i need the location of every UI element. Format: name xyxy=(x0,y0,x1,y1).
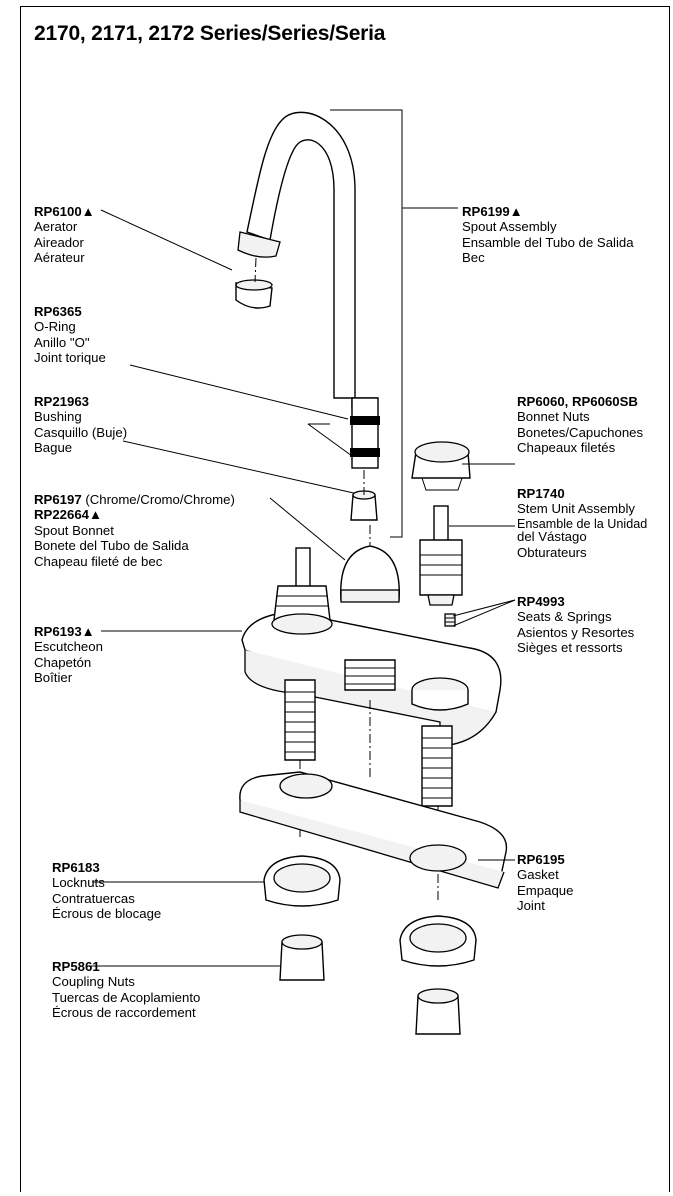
part-name-fr: Obturateurs xyxy=(517,544,587,560)
part-name-es: Bonetes/Capuchones xyxy=(517,424,644,440)
part-label-rp6195: RP6195 Gasket Empaque Joint xyxy=(517,852,573,914)
part-label-rp5861: RP5861 Coupling Nuts Tuercas de Acoplami… xyxy=(52,959,200,1021)
part-name-en: Coupling Nuts xyxy=(52,974,135,990)
aerator-drawing xyxy=(235,279,273,309)
part-name-fr: Chapeaux filetés xyxy=(517,440,616,456)
part-name-es: Bonete del Tubo de Salida xyxy=(34,538,189,554)
part-name-fr: Chapeau fileté de bec xyxy=(34,553,163,569)
stem-unit-drawing xyxy=(419,505,463,606)
part-label-rp6060: RP6060, RP6060SB Bonnet Nuts Bonetes/Cap… xyxy=(517,394,643,456)
part-label-rp4993: RP4993 Seats & Springs Asientos y Resort… xyxy=(517,594,634,656)
part-number: RP6183 xyxy=(52,860,100,875)
part-number: RP6195 xyxy=(517,852,565,867)
part-name-es: Ensamble de la Unidad xyxy=(517,516,648,531)
part-name-en: Stem Unit Assembly xyxy=(517,501,635,517)
part-name-en: O-Ring xyxy=(34,319,76,335)
part-name-es: Empaque xyxy=(517,882,574,898)
part-number: RP5861 xyxy=(52,959,100,974)
locknut-right-drawing xyxy=(399,915,477,967)
part-number: RP6199▲ xyxy=(462,204,523,219)
part-name-fr: Écrous de blocage xyxy=(52,906,162,922)
part-name-es: Aireador xyxy=(34,234,84,250)
part-name-fr: Sièges et ressorts xyxy=(517,640,623,656)
part-label-rp6197: RP6197 (Chrome/Cromo/Chrome) RP22664▲ Sp… xyxy=(34,492,235,569)
part-number: RP6060, RP6060SB xyxy=(517,394,638,409)
part-number: RP1740 xyxy=(517,486,565,501)
part-number-2: RP22664▲ xyxy=(34,507,103,523)
part-number: RP4993 xyxy=(517,594,565,609)
part-name-fr: Boîtier xyxy=(34,670,73,686)
gasket-drawing xyxy=(239,771,508,889)
part-name-fr: Bague xyxy=(34,440,73,456)
part-number: RP6365 xyxy=(34,304,82,319)
part-name-en: Escutcheon xyxy=(34,639,103,655)
part-name-es: Tuercas de Acoplamiento xyxy=(52,989,201,1005)
part-name-en: Seats & Springs xyxy=(517,609,612,625)
part-label-rp6183: RP6183 Locknuts Contratuercas Écrous de … xyxy=(52,860,161,922)
spout-bonnet-drawing xyxy=(340,545,400,603)
seats-springs-drawing xyxy=(444,613,456,627)
page-title: 2170, 2171, 2172 Series/Series/Seria xyxy=(34,22,386,45)
part-name-en: Bushing xyxy=(34,409,82,425)
part-name-fr: Écrous de raccordement xyxy=(52,1005,196,1021)
spout-assembly-drawing xyxy=(237,111,380,469)
part-name-es: Chapetón xyxy=(34,654,92,670)
part-number: RP6197 xyxy=(34,492,82,507)
part-name-es: Asientos y Resortes xyxy=(517,624,635,640)
part-name-en: Bonnet Nuts xyxy=(517,409,590,425)
part-note: (Chrome/Cromo/Chrome) xyxy=(85,492,235,507)
shanks-drawing xyxy=(284,679,453,807)
part-label-rp1740: RP1740 Stem Unit Assembly Ensamble de la… xyxy=(517,486,647,560)
part-name-es: Contratuercas xyxy=(52,890,135,906)
part-name-fr: Aérateur xyxy=(34,250,85,266)
part-name-es-2: del Vástago xyxy=(517,529,587,545)
part-name-es: Anillo "O" xyxy=(34,334,90,350)
part-number: RP21963 xyxy=(34,394,89,409)
part-name-es: Casquillo (Buje) xyxy=(34,424,128,440)
part-name-fr: Joint torique xyxy=(34,350,106,366)
bonnet-nut-drawing xyxy=(411,441,471,491)
part-name-en: Locknuts xyxy=(52,875,105,891)
part-label-rp6199: RP6199▲ Spout Assembly Ensamble del Tubo… xyxy=(462,204,634,266)
coupling-nut-left-drawing xyxy=(279,934,325,981)
page-frame xyxy=(20,6,670,1192)
part-number: RP6100▲ xyxy=(34,204,95,219)
part-name-es: Ensamble del Tubo de Salida xyxy=(462,234,634,250)
part-name-en: Gasket xyxy=(517,867,559,883)
part-label-rp6365: RP6365 O-Ring Anillo "O" Joint torique xyxy=(34,304,106,366)
part-name-en: Spout Bonnet xyxy=(34,522,114,538)
locknut-left-drawing xyxy=(263,855,341,907)
bushing-drawing xyxy=(350,490,378,521)
part-name-en: Spout Assembly xyxy=(462,219,557,235)
part-name-fr: Bec xyxy=(462,250,485,266)
coupling-nut-right-drawing xyxy=(415,988,461,1035)
part-number: RP6193▲ xyxy=(34,624,95,639)
part-name-fr: Joint xyxy=(517,898,545,914)
part-name-en: Aerator xyxy=(34,219,78,235)
part-label-rp21963: RP21963 Bushing Casquillo (Buje) Bague xyxy=(34,394,127,456)
part-label-rp6193: RP6193▲ Escutcheon Chapetón Boîtier xyxy=(34,624,103,686)
part-label-rp6100: RP6100▲ Aerator Aireador Aérateur xyxy=(34,204,95,266)
